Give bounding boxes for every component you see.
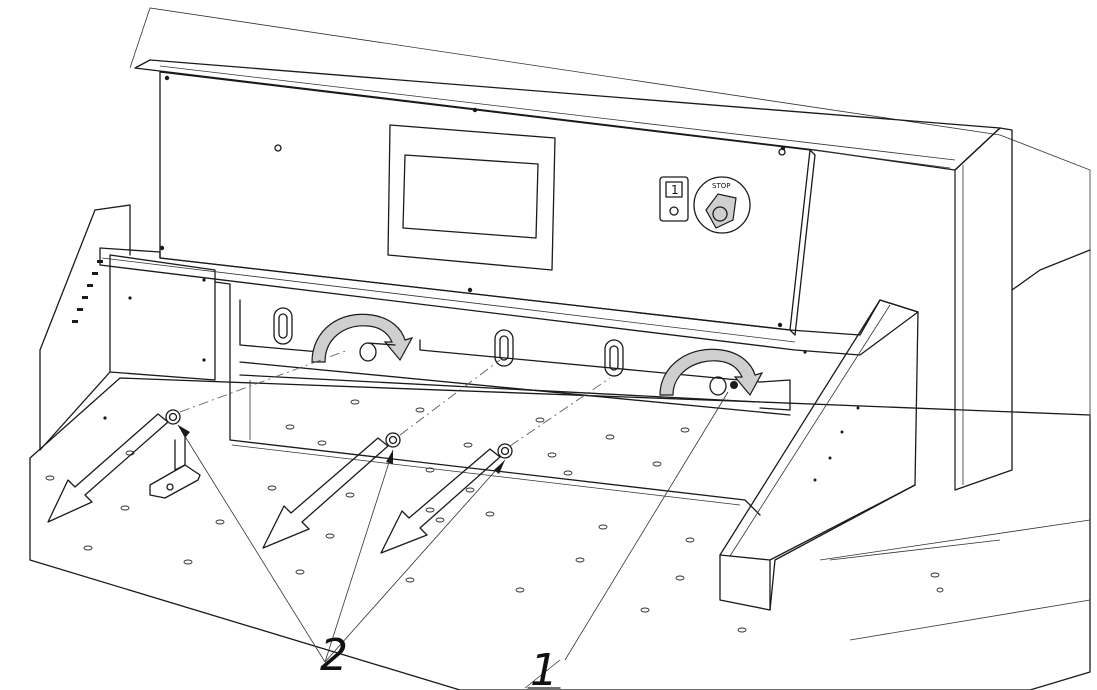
emergency-stop-button: STOP — [693, 176, 751, 234]
top-rail — [134, 59, 1001, 171]
left-bracket — [149, 437, 201, 499]
right-rotation-arrow — [659, 348, 764, 397]
leader-lines — [177, 391, 729, 689]
stop-label: STOP — [712, 182, 730, 190]
table-holes — [45, 399, 944, 633]
callout-2: 2 — [320, 630, 348, 681]
axis-line — [179, 349, 349, 413]
base-table — [29, 377, 1091, 690]
power-switch: 1 — [659, 176, 689, 222]
switch-on-label: 1 — [671, 183, 679, 197]
callout-1: 1 — [530, 645, 558, 690]
knife-housing — [214, 281, 791, 516]
backdrop-plane — [129, 7, 1091, 420]
touch-screen — [387, 124, 556, 271]
right-floor — [819, 519, 1091, 561]
right-cabinet — [954, 127, 1091, 491]
axis-line — [399, 359, 501, 436]
side-table — [719, 299, 1001, 611]
left-cabinet — [39, 204, 216, 451]
left-rotation-arrow — [311, 313, 414, 363]
front-crossbar — [99, 247, 919, 356]
axis-line — [509, 377, 611, 447]
right-floor-2 — [849, 599, 1091, 641]
release-bolts — [165, 409, 513, 459]
bolt-slots — [273, 307, 624, 377]
pull-arrows — [47, 413, 501, 554]
